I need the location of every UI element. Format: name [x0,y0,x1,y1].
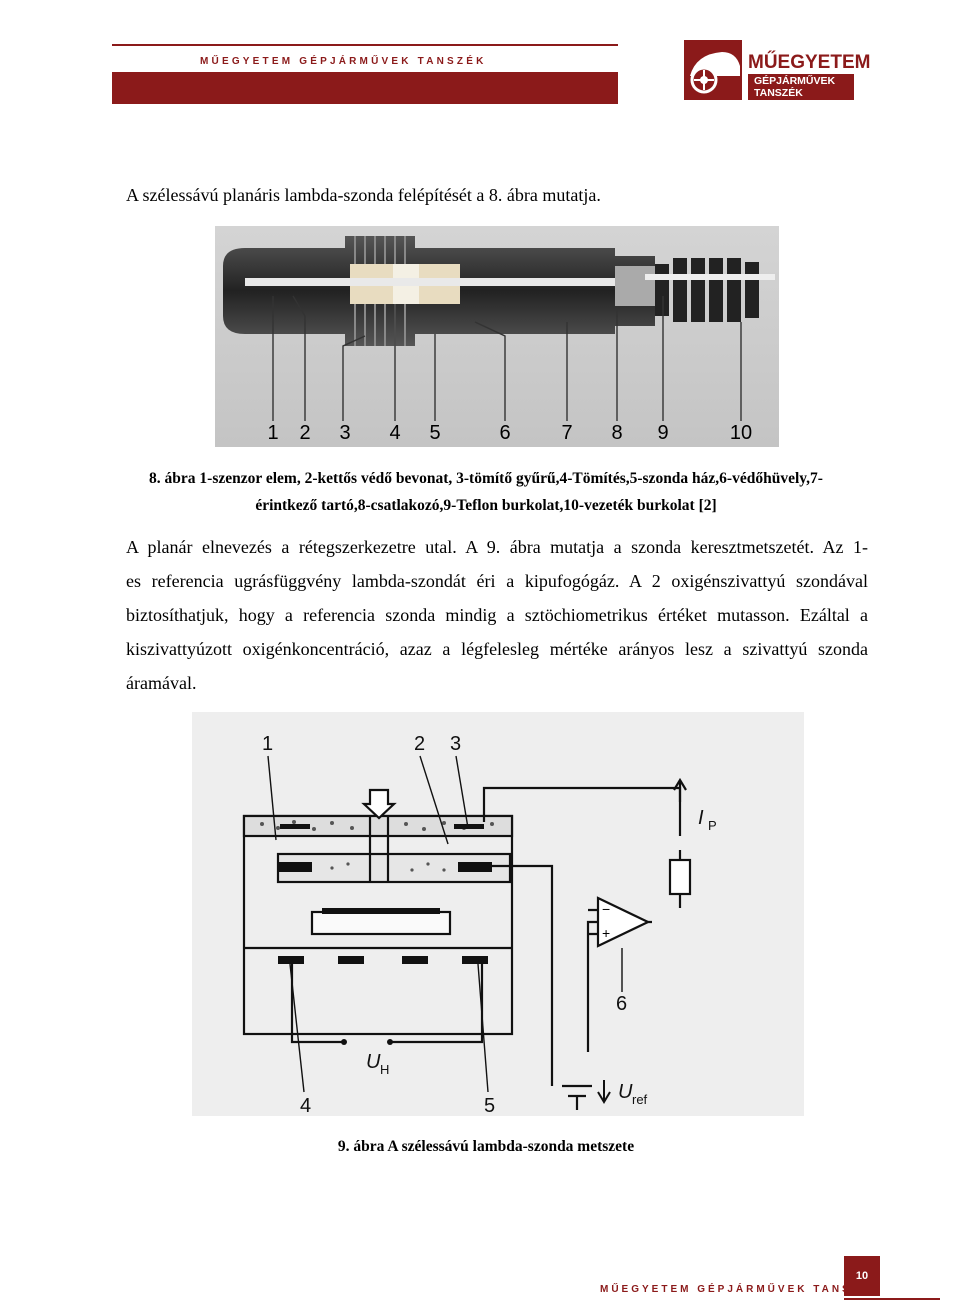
body-line-1: A planár elnevezés a rétegszerkezetre ut… [126,537,868,557]
logo-sub-line2: TANSZÉK [754,87,803,99]
logo-name: MŰEGYETEM [748,52,871,73]
fig8-label-7: 7 [561,422,572,444]
fig9-label-1: 1 [262,733,273,755]
label-ip: I [698,807,704,829]
logo-subtitle: GÉPJÁRMŰVEK TANSZÉK [748,74,854,100]
fig9-label-6: 6 [616,993,627,1015]
header-title: MŰEGYETEM GÉPJÁRMŰVEK TANSZÉK [200,56,487,67]
body-line-4: kiszivattyúzott oxigénkoncentráció, azaz… [126,639,868,659]
fig9-label-3: 3 [450,733,461,755]
body-paragraph: A planár elnevezés a rétegszerkezetre ut… [126,530,868,700]
label-uh: U [366,1051,381,1073]
university-logo [682,36,872,104]
label-ip-sub: P [708,818,717,833]
fig8-label-1: 1 [267,422,278,444]
fig8-label-5: 5 [429,422,440,444]
fig8-label-9: 9 [657,422,668,444]
figure-8-image: 1 2 3 4 5 6 7 8 9 10 [215,226,779,447]
page-number: 10 [844,1256,880,1296]
figure-8-caption-line2: érintkező tartó,8-csatlakozó,9-Teflon bu… [255,497,717,514]
fig8-label-4: 4 [389,422,400,444]
header-band [112,72,618,104]
figure-9-caption: 9. ábra A szélessávú lambda-szonda metsz… [337,1138,635,1155]
figure-9-image: − + 1 2 3 4 5 6 I P U H [192,712,804,1117]
logo-sub-line1: GÉPJÁRMŰVEK [754,75,836,87]
body-line-3: biztosíthatjuk, hogy a referencia szonda… [126,605,868,625]
figure-8-caption-line1: 8. ábra 1-szenzor elem, 2-kettős védő be… [149,470,823,487]
footer-rule [844,1298,940,1300]
intro-text: A szélessávú planáris lambda-szonda felé… [126,185,601,205]
opamp-minus: − [602,901,610,917]
body-line-2: es referencia ugrásfüggvény lambda-szond… [126,571,868,591]
fig8-label-3: 3 [339,422,350,444]
label-uref-sub: ref [632,1092,648,1107]
fig8-label-8: 8 [611,422,622,444]
label-uref: U [618,1081,633,1103]
header-rule [112,44,618,46]
fig8-label-6: 6 [499,422,510,444]
body-line-5: áramával. [126,673,197,693]
label-uh-sub: H [380,1062,389,1077]
fig9-label-2: 2 [414,733,425,755]
car-wheel-icon [684,40,742,100]
fig9-label-4: 4 [300,1095,311,1116]
fig9-label-5: 5 [484,1095,495,1116]
opamp-plus: + [602,925,610,941]
footer-title: MŰEGYETEM GÉPJÁRMŰVEK TANSZÉK [600,1284,881,1295]
fig8-label-2: 2 [299,422,310,444]
fig8-label-10: 10 [730,422,752,444]
